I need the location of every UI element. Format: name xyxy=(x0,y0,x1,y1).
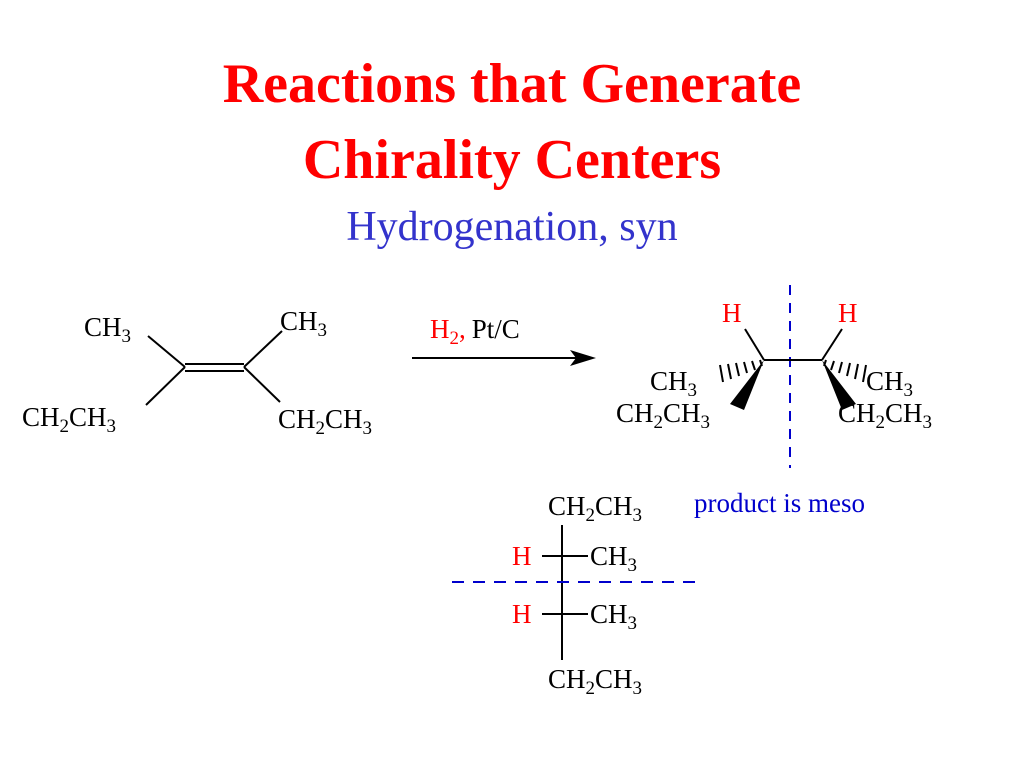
solid-wedge-left xyxy=(730,360,764,410)
fischer-top-ethyl: CH2CH3 xyxy=(548,491,642,526)
reactant-methyl-right: CH3 xyxy=(280,306,327,341)
bond-upper-left xyxy=(147,335,186,368)
product-methyl-right: CH3 xyxy=(866,366,913,401)
reactant-methyl-left: CH3 xyxy=(84,312,131,347)
product-h-left: H xyxy=(722,298,742,328)
reactant-ethyl-left: CH2CH3 xyxy=(22,402,116,437)
bond-lower-left xyxy=(145,366,186,406)
slide-title-line-1: Reactions that Generate xyxy=(222,53,802,115)
bond-c-h-right xyxy=(821,328,843,361)
slide-title-line-2: Chirality Centers xyxy=(302,129,722,191)
reaction-arrow-head xyxy=(570,350,596,366)
reagent-label: H2,Pt/C xyxy=(430,314,520,349)
slide-subtitle: Hydrogenation, syn xyxy=(346,204,678,250)
bond-c-h-left xyxy=(744,328,765,361)
product-structure: H H CH3 CH3 CH2CH3 CH2CH3 xyxy=(616,285,932,468)
reactant-ethyl-right: CH2CH3 xyxy=(278,404,372,439)
fischer-methyl-upper: CH3 xyxy=(590,541,637,576)
fischer-projection: CH2CH3 H CH3 H CH3 CH2CH3 xyxy=(452,491,696,699)
hashed-wedge-left xyxy=(719,359,763,383)
fischer-bottom-ethyl: CH2CH3 xyxy=(548,664,642,699)
meso-note: product is meso xyxy=(694,488,865,518)
bond-upper-right xyxy=(243,330,283,368)
fischer-h-upper: H xyxy=(512,541,532,571)
fischer-h-lower: H xyxy=(512,599,532,629)
product-methyl-left: CH3 xyxy=(650,366,697,401)
bond-lower-right xyxy=(243,366,281,403)
fischer-methyl-lower: CH3 xyxy=(590,599,637,634)
product-h-right: H xyxy=(838,298,858,328)
product-ethyl-left: CH2CH3 xyxy=(616,398,710,433)
reaction-arrow-group: H2,Pt/C xyxy=(412,314,596,366)
product-ethyl-right: CH2CH3 xyxy=(838,398,932,433)
solid-wedge-right xyxy=(822,360,856,410)
reactant-alkene: CH3 CH3 CH2CH3 CH2CH3 xyxy=(22,306,372,439)
